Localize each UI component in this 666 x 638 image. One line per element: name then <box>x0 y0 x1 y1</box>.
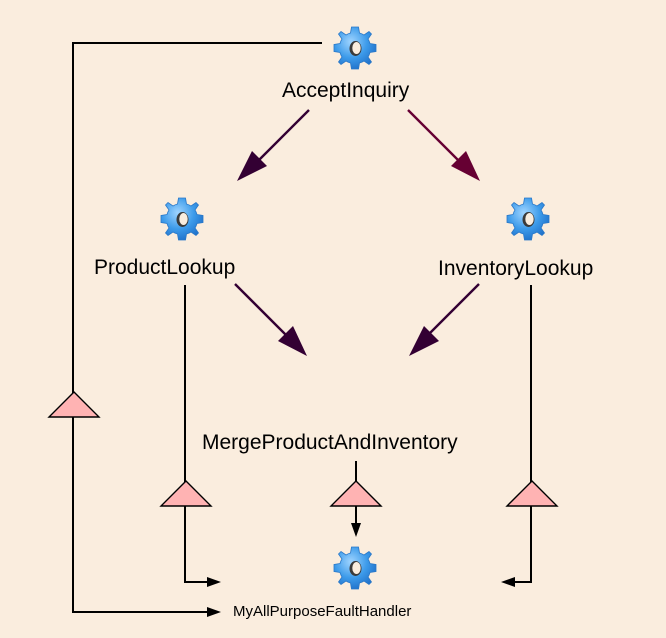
gear-icon[interactable] <box>333 546 377 590</box>
fault-triangle <box>505 480 559 507</box>
node-label-fault-handler[interactable]: MyAllPurposeFaultHandler <box>233 603 412 620</box>
gear-icon[interactable] <box>160 197 204 241</box>
flow-edge-inventory-to-merge[interactable] <box>409 283 480 356</box>
fault-edge-accept-to-fault[interactable] <box>47 42 322 617</box>
fault-triangle <box>329 480 383 507</box>
node-label-product-lookup[interactable]: ProductLookup <box>94 256 236 279</box>
node-label-accept-inquiry[interactable]: AcceptInquiry <box>282 79 410 102</box>
node-label-inventory-lookup[interactable]: InventoryLookup <box>438 257 594 280</box>
flow-edge-product-to-merge[interactable] <box>234 283 307 356</box>
flow-edge-accept-to-inventory[interactable] <box>407 109 480 181</box>
flow-edge-accept-to-product[interactable] <box>237 109 310 181</box>
fault-edge-product-to-fault[interactable] <box>159 285 221 587</box>
gear-icon[interactable] <box>333 26 377 70</box>
node-label-merge-product-and-inventory[interactable]: MergeProductAndInventory <box>202 431 458 454</box>
fault-edge-inventory-to-fault[interactable] <box>501 285 559 587</box>
fault-triangle <box>47 391 101 418</box>
fault-triangle <box>159 480 213 507</box>
gear-icon[interactable] <box>506 197 550 241</box>
fault-edge-merge-to-fault[interactable] <box>329 461 383 537</box>
